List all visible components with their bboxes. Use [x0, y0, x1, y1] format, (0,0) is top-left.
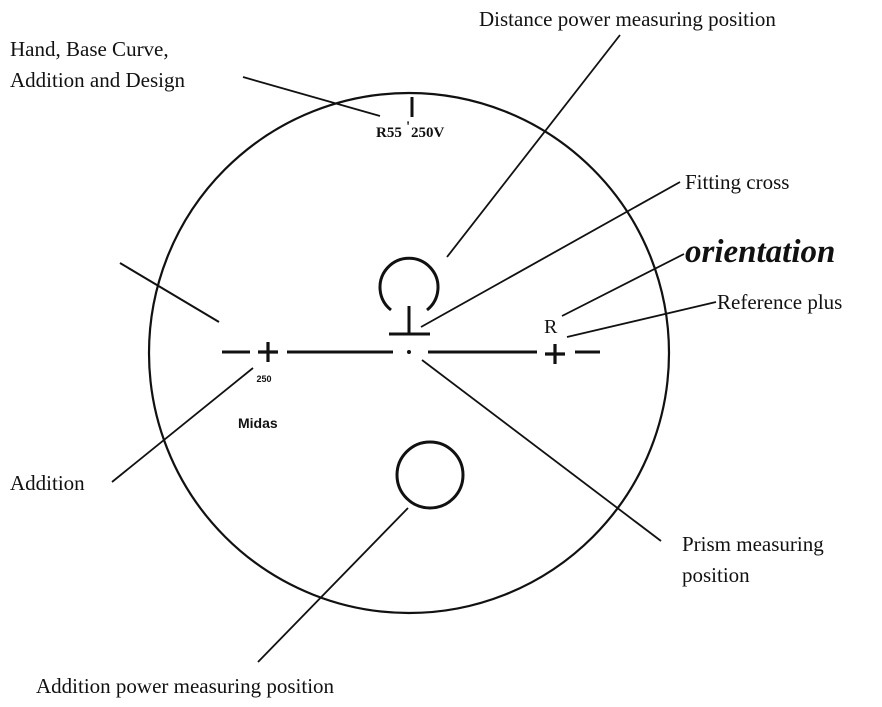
addition-value: 250: [256, 374, 271, 384]
prism-reference-dot: [407, 350, 411, 354]
addition-power-circle: [395, 440, 465, 510]
right-reference-plus-icon: [545, 344, 565, 364]
label-addition: Addition: [10, 471, 85, 495]
label-fitting-cross: Fitting cross: [685, 170, 789, 194]
leader-addition: [111, 367, 254, 483]
leader-hand-base-curve: [242, 76, 381, 117]
label-orientation: orientation: [685, 234, 835, 270]
fitting-cross-icon: [389, 306, 430, 336]
label-hand-base-curve-line2: Addition and Design: [10, 68, 185, 92]
label-distance-power: Distance power measuring position: [479, 7, 776, 31]
leader-distance-power: [446, 34, 621, 258]
label-hand-base-curve-line1: Hand, Base Curve,: [10, 37, 169, 61]
label-prism-line2: position: [682, 563, 750, 587]
leader-reference-plus: [566, 301, 717, 338]
distance-power-circle: [378, 256, 440, 312]
label-prism-line1: Prism measuring: [682, 532, 824, 556]
label-addition-power: Addition power measuring position: [36, 674, 335, 698]
leader-orientation: [561, 253, 685, 317]
left-edge-slash: [119, 262, 220, 323]
leader-fitting-cross: [420, 181, 681, 328]
engraving-suffix: 250V: [411, 125, 445, 141]
engraving-apostrophe: ': [406, 119, 410, 135]
hand-letter: R: [544, 316, 558, 338]
leader-addition-power: [257, 507, 409, 663]
engraving-prefix: R55: [376, 125, 402, 141]
design-name: Midas: [238, 415, 278, 431]
left-reference-plus-icon: [258, 342, 278, 362]
lens-outline: [147, 91, 671, 615]
label-reference-plus: Reference plus: [717, 290, 842, 314]
leader-lines: [111, 34, 717, 663]
leader-prism: [421, 359, 662, 542]
